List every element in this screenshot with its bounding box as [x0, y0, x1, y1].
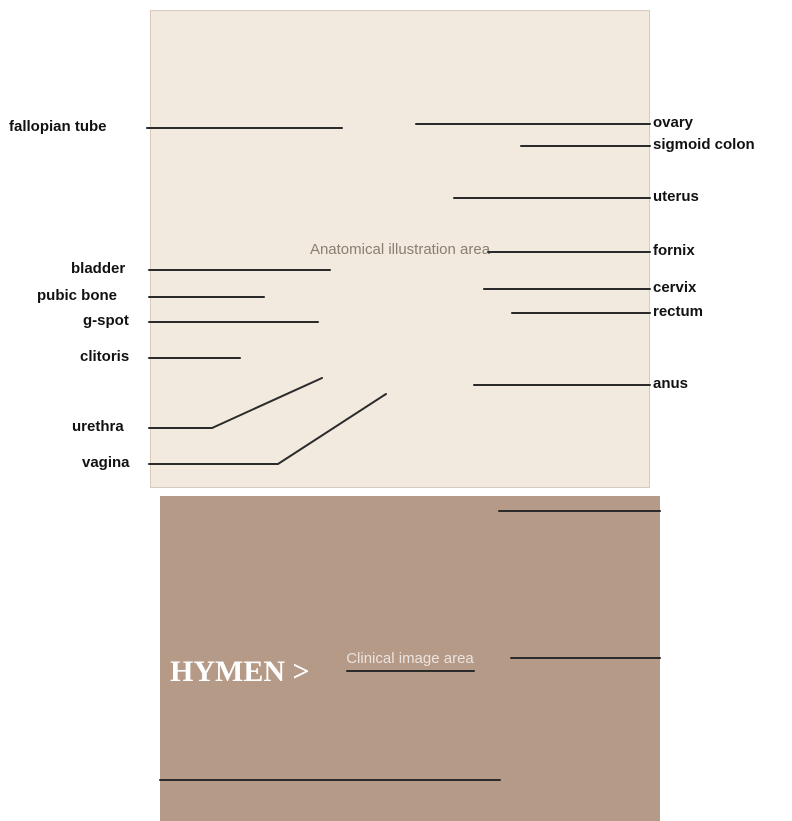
rectum-label: rectum [653, 303, 703, 321]
ovary-label: ovary [653, 114, 693, 132]
cervix-label: cervix [653, 279, 696, 297]
urethra-label: urethra [72, 418, 124, 436]
sigmoid-colon-label: sigmoid colon [653, 136, 755, 154]
clitoris-label: clitoris [80, 348, 129, 366]
g-spot-label: g-spot [83, 312, 129, 330]
pubic-bone-label: pubic bone [37, 287, 117, 305]
urethra-leader-line [149, 378, 322, 428]
vagina-label: vagina [82, 454, 130, 472]
anus-label: anus [653, 375, 688, 393]
fallopian-tube-label: fallopian tube [9, 118, 107, 136]
uterus-label: uterus [653, 188, 699, 206]
bladder-label: bladder [71, 260, 125, 278]
fornix-label: fornix [653, 242, 695, 260]
hymen-label: HYMEN > [170, 655, 310, 689]
